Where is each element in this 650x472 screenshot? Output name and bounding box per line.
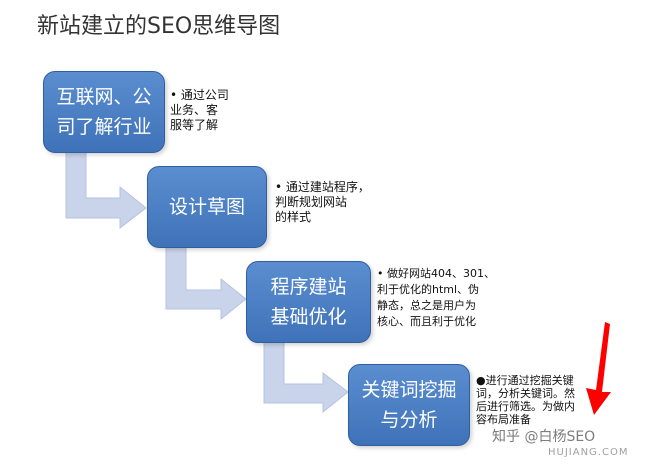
connector-arrow-1 bbox=[65, 150, 147, 230]
step-label-build: 程序建站 基础优化 bbox=[270, 276, 347, 328]
step-note-build: • 做好网站404、301、 利于优化的html、伪 静态，总之是用户为 核心、… bbox=[377, 267, 495, 328]
watermark-text: 知乎 @白杨SEO bbox=[492, 429, 596, 445]
step-label-sketch: 设计草图 bbox=[168, 196, 245, 218]
step-box-industry: 互联网、公 司了解行业 bbox=[43, 71, 165, 153]
step-note-industry: • 通过公司 业务、客 服等了解 bbox=[170, 88, 229, 132]
watermark-site: HUJIANG.COM bbox=[548, 447, 629, 458]
connector-arrow-2 bbox=[165, 245, 247, 321]
red-highlight-arrow-icon bbox=[586, 322, 611, 415]
step-box-sketch: 设计草图 bbox=[147, 166, 267, 248]
step-label-keywords: 关键词挖掘 与分析 bbox=[361, 379, 457, 431]
step-label-industry: 互联网、公 司了解行业 bbox=[56, 86, 152, 138]
step-box-keywords: 关键词挖掘 与分析 bbox=[348, 364, 470, 446]
step-box-build: 程序建站 基础优化 bbox=[246, 261, 371, 343]
step-note-keywords: ●进行通过挖掘关键 词，分析关键词。然 后进行筛选。为做内 容布局准备 bbox=[476, 374, 575, 426]
connector-arrow-3 bbox=[263, 340, 349, 414]
step-note-sketch: • 通过建站程序， 判断规划网站 的样式 bbox=[275, 180, 370, 224]
diagram-title: 新站建立的SEO思维导图 bbox=[37, 14, 281, 39]
